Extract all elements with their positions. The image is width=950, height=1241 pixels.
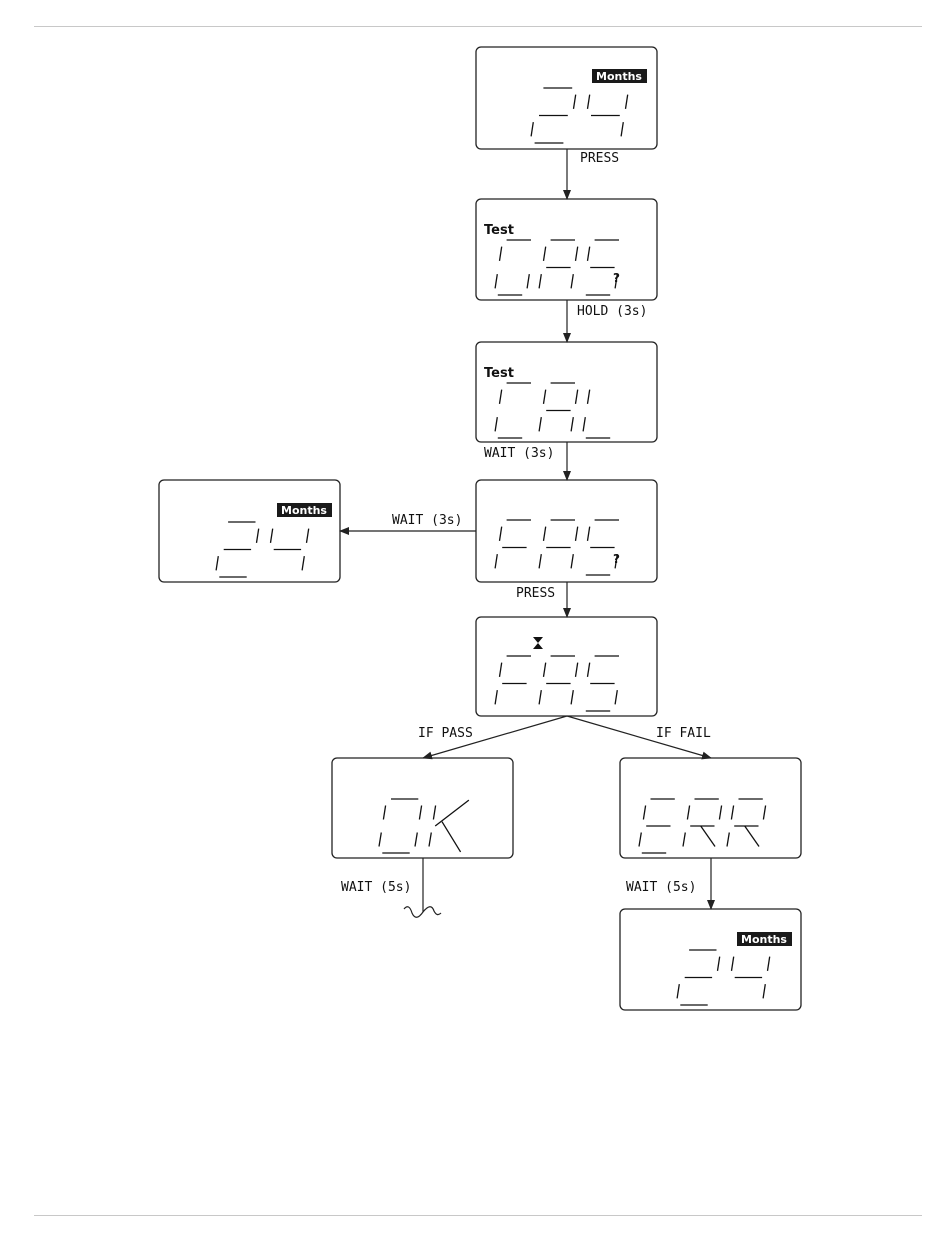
months-badge-6: Months <box>277 503 332 517</box>
label-press-2: PRESS <box>516 586 555 601</box>
label-press-1: PRESS <box>580 151 619 166</box>
svg-text:Months: Months <box>596 70 642 83</box>
screen-3: Test <box>476 342 657 442</box>
question-mark-2: ? <box>613 271 620 285</box>
months-badge-9: Months <box>737 932 792 946</box>
screen-6: Months <box>159 480 340 582</box>
months-badge-1: Months <box>592 69 647 83</box>
label-wait-ok: WAIT (5s) <box>341 880 411 895</box>
screen-5 <box>476 617 657 716</box>
label-wait-left: WAIT (3s) <box>392 513 462 528</box>
label-wait-err: WAIT (5s) <box>626 880 696 895</box>
svg-text:Months: Months <box>281 504 327 517</box>
label-hold: HOLD (3s) <box>577 304 647 319</box>
label-if-pass: IF PASS <box>418 726 473 741</box>
label-if-fail: IF FAIL <box>656 726 711 741</box>
test-label-2: Test <box>484 223 514 238</box>
screen-7 <box>332 758 513 858</box>
screen-8 <box>620 758 801 858</box>
screen-1: Months <box>476 47 657 149</box>
screen-2: Test ? <box>476 199 657 300</box>
screen-4: ? <box>476 480 657 582</box>
label-wait-cal: WAIT (3s) <box>484 446 554 461</box>
question-mark-4: ? <box>613 552 620 566</box>
svg-text:Months: Months <box>741 933 787 946</box>
test-label-3: Test <box>484 366 514 381</box>
screen-9: Months <box>620 909 801 1010</box>
